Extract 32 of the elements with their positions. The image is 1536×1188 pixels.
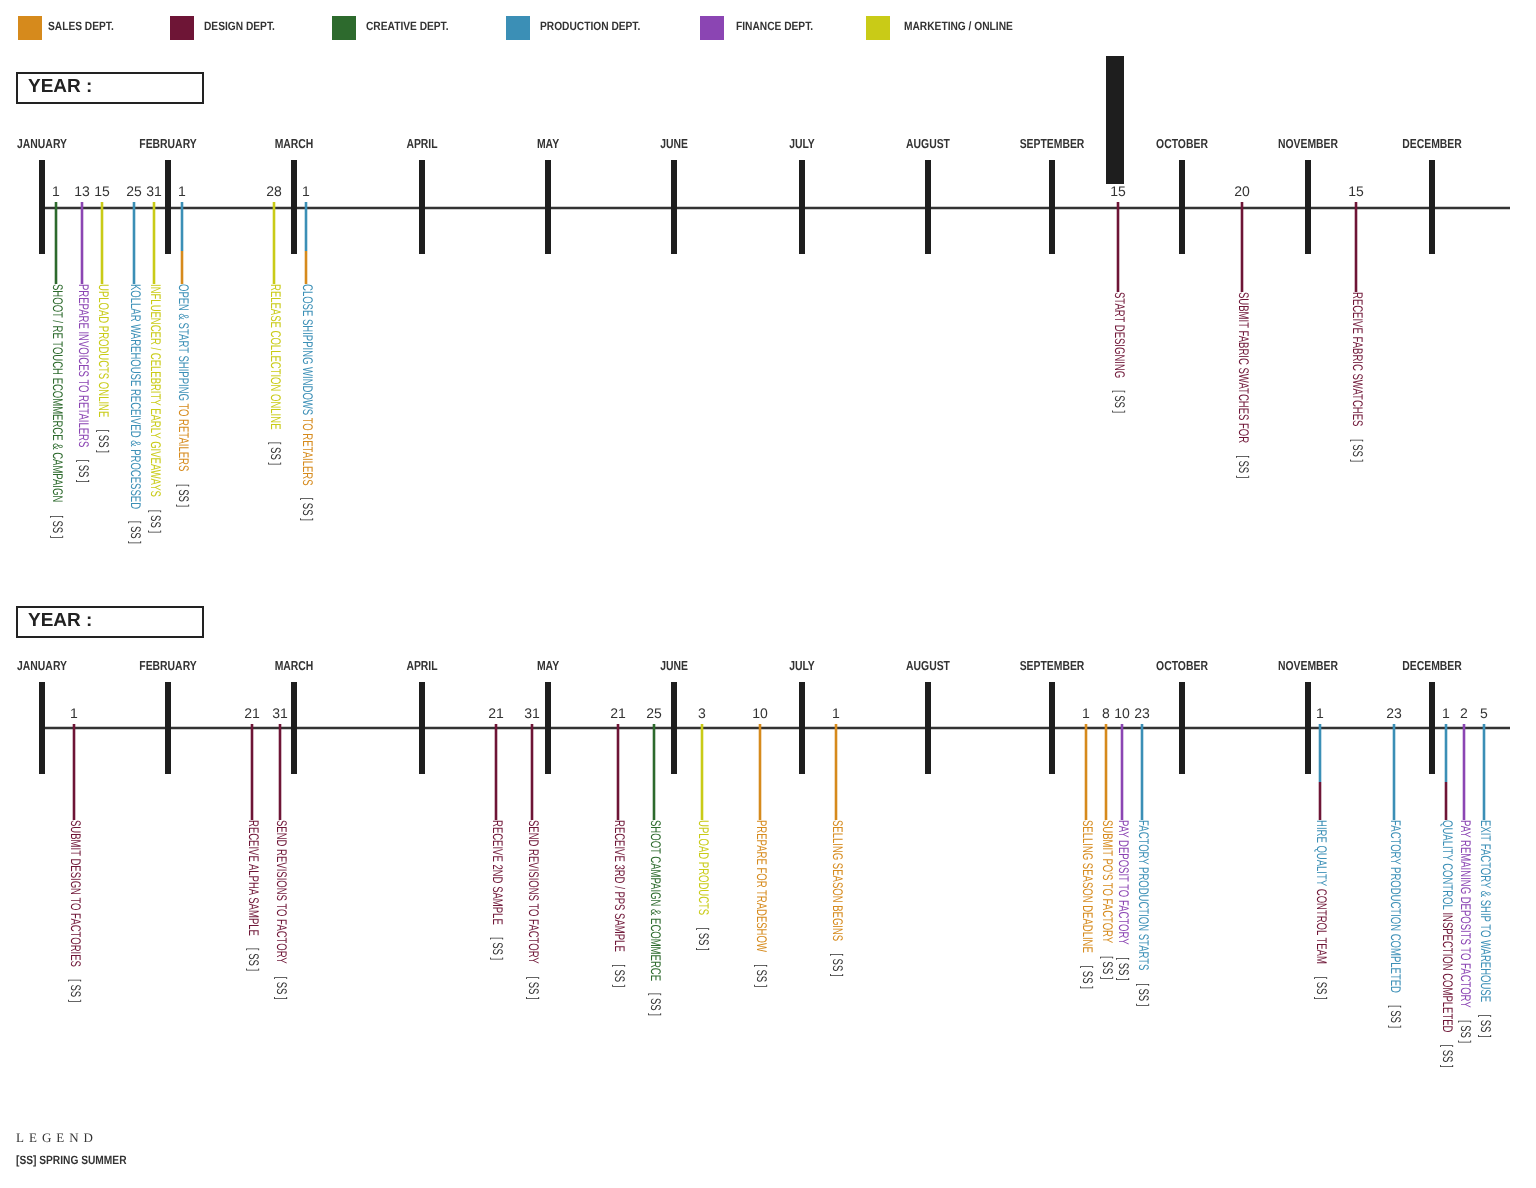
leader-line [1140, 724, 1144, 820]
leader-line [152, 202, 156, 284]
year-field: YEAR : [16, 72, 204, 104]
leader-line [304, 202, 308, 284]
leader-line [1116, 202, 1120, 292]
leader-line [1120, 724, 1124, 820]
year-field: YEAR : [16, 606, 204, 638]
leader-line [272, 202, 276, 284]
leader-line [1462, 724, 1466, 820]
leader-line [494, 724, 498, 820]
leader-line [616, 724, 620, 820]
leader-line [1318, 724, 1322, 820]
leader-line [1104, 724, 1108, 820]
leader-line [250, 724, 254, 820]
leader-line [1444, 724, 1448, 820]
leader-line [1240, 202, 1244, 292]
leader-line [1482, 724, 1486, 820]
leader-line [834, 724, 838, 820]
leader-line [1354, 202, 1358, 292]
leader-line [700, 724, 704, 820]
leader-line [132, 202, 136, 284]
leader-line [100, 202, 104, 284]
leader-line [72, 724, 76, 820]
leader-line [80, 202, 84, 284]
leader-line [180, 202, 184, 284]
leader-line [1392, 724, 1396, 820]
leader-line [54, 202, 58, 284]
leader-line [278, 724, 282, 820]
leader-line [758, 724, 762, 820]
leader-line [530, 724, 534, 820]
leader-line [1084, 724, 1088, 820]
leader-line [652, 724, 656, 820]
